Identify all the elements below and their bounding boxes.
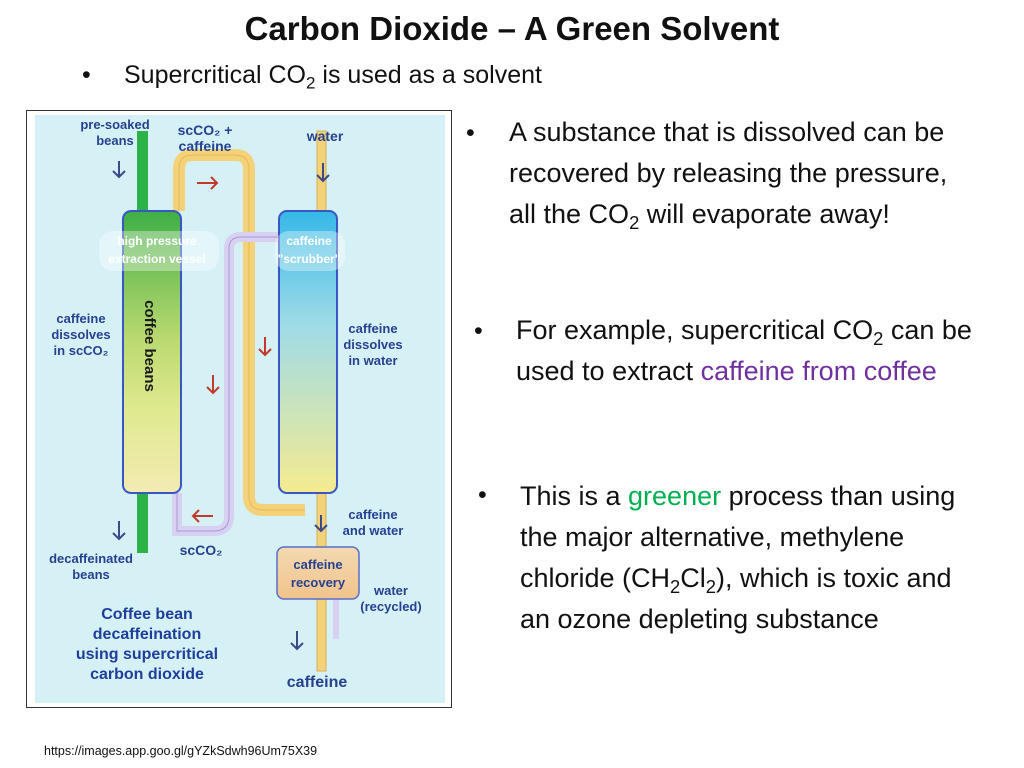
arrows-down-blue bbox=[112, 161, 330, 651]
label-presoaked-2: beans bbox=[96, 133, 134, 148]
intro-sub: 2 bbox=[306, 73, 316, 93]
bullet-2-text: For example, supercritical CO2 can be us… bbox=[516, 310, 996, 392]
source-link[interactable]: https://images.app.goo.gl/gYZkSdwh96Um75… bbox=[44, 744, 318, 758]
arrow-down-mid-pipe bbox=[206, 375, 220, 395]
label-presoaked-1: pre-soaked bbox=[80, 117, 149, 132]
diagram-background bbox=[35, 115, 445, 703]
label-recovery-1: caffeine bbox=[293, 557, 342, 572]
label-vessel-1: high pressure bbox=[117, 234, 197, 248]
decaffeination-diagram: pre-soaked beans scCO₂ + caffeine water … bbox=[26, 110, 452, 708]
label-dissolves-sc-2: dissolves bbox=[51, 327, 110, 342]
bullet-3-pre: This is a bbox=[520, 481, 629, 511]
pipe-green-bottom bbox=[137, 493, 148, 553]
arrow-down-caffeine-out bbox=[290, 631, 304, 651]
bullet-3-post: ), which is toxic and an ozone depleting… bbox=[520, 563, 952, 634]
label-scrubber-2: "scrubber" bbox=[278, 252, 341, 266]
label-caffeine-bottom: caffeine bbox=[287, 674, 348, 691]
bullet-2-mid: can be used to extract bbox=[516, 315, 972, 386]
label-dissolves-sc-3: in scCO₂ bbox=[54, 343, 109, 358]
arrow-down-right-pipe bbox=[258, 337, 272, 357]
slide-title: Carbon Dioxide – A Green Solvent bbox=[244, 10, 780, 47]
bullet-1-pre: A substance that is dissolved can be rec… bbox=[509, 117, 948, 229]
label-vessel-2: extraction vessel bbox=[108, 252, 205, 266]
caption-line-4: carbon dioxide bbox=[90, 666, 204, 683]
label-caffeine-water-2: and water bbox=[343, 523, 404, 538]
label-dissolves-water-2: dissolves bbox=[343, 337, 402, 352]
intro-post: is used as a solvent bbox=[315, 61, 542, 89]
arrow-down-caffeine-water bbox=[314, 515, 328, 533]
bullet-3-text: This is a greener process than using the… bbox=[520, 476, 970, 640]
label-dissolves-water-3: in water bbox=[348, 353, 397, 368]
bullet-3-mid2: Cl bbox=[680, 563, 706, 593]
scrubber-label-glow bbox=[275, 231, 345, 271]
pipe-lavender-outline bbox=[176, 236, 281, 532]
pipe-recycled bbox=[333, 599, 339, 639]
bullet-1-dot: • bbox=[466, 119, 475, 147]
caffeine-recovery-box bbox=[276, 546, 360, 600]
intro-bullet-dot: • bbox=[82, 61, 91, 89]
bullet-2-dot: • bbox=[474, 317, 483, 345]
arrow-down-beans-in bbox=[112, 161, 126, 179]
arrow-down-water-in bbox=[316, 163, 330, 183]
label-scco2-bottom: scCO₂ bbox=[180, 542, 223, 558]
arrow-left-scco2-return bbox=[191, 509, 213, 523]
label-water-recycled-2: (recycled) bbox=[360, 599, 421, 614]
label-caffeine-water-1: caffeine bbox=[348, 507, 397, 522]
label-dissolves-sc-1: caffeine bbox=[56, 311, 105, 326]
bullet-1-text: A substance that is dissolved can be rec… bbox=[509, 112, 979, 235]
pipe-yellow-outline bbox=[178, 154, 305, 511]
label-scco2-caffeine-2: caffeine bbox=[179, 138, 232, 154]
label-water-recycled-1: water bbox=[373, 583, 408, 598]
arrow-right-scco2 bbox=[197, 176, 219, 190]
label-recovery-2: recovery bbox=[291, 575, 346, 590]
bullet-3-sub2: 2 bbox=[705, 575, 716, 597]
label-scrubber-1: caffeine bbox=[286, 234, 332, 248]
bullet-2-sub: 2 bbox=[873, 327, 884, 349]
label-water-top: water bbox=[306, 128, 344, 144]
bullet-3-highlight: greener bbox=[628, 481, 722, 511]
bullet-1-post: will evaporate away! bbox=[639, 199, 890, 229]
extraction-vessel bbox=[122, 210, 182, 494]
scrubber-column bbox=[278, 210, 338, 494]
intro-pre: Supercritical CO bbox=[124, 61, 306, 89]
label-scco2-caffeine-1: scCO₂ + bbox=[178, 122, 233, 138]
label-coffee-beans: coffee beans bbox=[141, 300, 158, 392]
arrow-down-decaf bbox=[112, 521, 126, 541]
caption-line-2: decaffeination bbox=[93, 626, 201, 643]
bullet-2-highlight: caffeine from coffee bbox=[700, 356, 937, 386]
label-decaf-2: beans bbox=[72, 567, 110, 582]
vessel-label-glow bbox=[99, 231, 219, 271]
bullet-3-dot: • bbox=[478, 481, 487, 509]
label-decaf-1: decaffeinated bbox=[49, 551, 133, 566]
caption-line-3: using supercritical bbox=[76, 646, 218, 663]
pipe-green-top bbox=[137, 131, 148, 211]
bullet-3-mid: process than using the major alternative… bbox=[520, 481, 956, 593]
label-dissolves-water-1: caffeine bbox=[348, 321, 397, 336]
caption-line-1: Coffee bean bbox=[101, 606, 193, 623]
intro-bullet-text: Supercritical CO2 is used as a solvent bbox=[124, 60, 542, 93]
arrows-red bbox=[191, 176, 272, 523]
bullet-1-sub: 2 bbox=[629, 211, 640, 233]
bullet-3-sub1: 2 bbox=[670, 575, 681, 597]
bullet-2-pre: For example, supercritical CO bbox=[516, 315, 874, 345]
pipe-water-bottom bbox=[316, 598, 327, 672]
